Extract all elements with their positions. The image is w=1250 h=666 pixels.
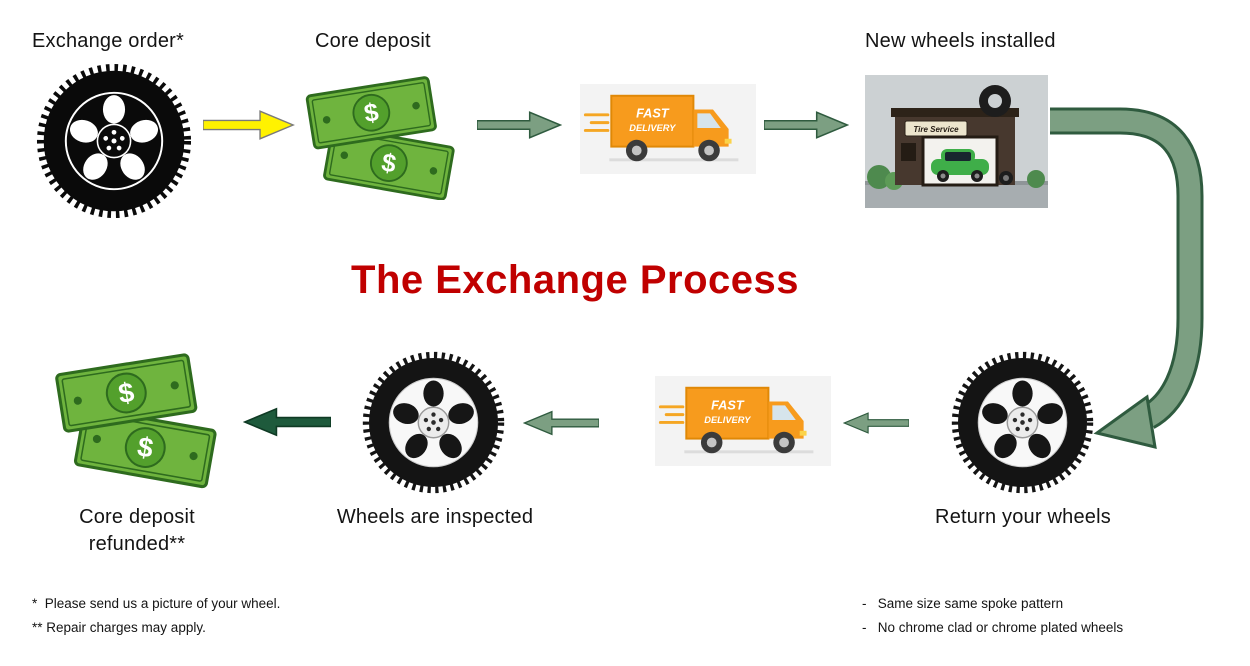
wheel-spoke-holes (393, 380, 474, 459)
core-deposit-label: Core deposit (315, 30, 431, 52)
road-line (609, 158, 739, 162)
banknote-front: $ (305, 76, 437, 150)
shop-sign-text: Tire Service (913, 125, 959, 134)
footnote-same-size: - Same size same spoke pattern (862, 596, 1064, 611)
arrow-right-green-icon (764, 111, 849, 139)
core-deposit-refunded-label: Core deposit refunded** (37, 504, 237, 558)
wheel-lug-nuts (103, 129, 125, 151)
arrow-left-green-icon (843, 412, 909, 434)
shop-roof (891, 108, 1019, 117)
truck-text-delivery: DELIVERY (629, 123, 676, 133)
truck-headlight (799, 430, 807, 436)
truck-text-fast: FAST (711, 397, 745, 412)
inspected-wheel-icon (362, 351, 505, 494)
wheel-spoke-holes (69, 95, 159, 180)
wheel-lug-nuts (1012, 412, 1033, 432)
truck-box (686, 387, 769, 439)
speed-lines (658, 405, 685, 424)
wheel-spoke-holes (982, 380, 1063, 459)
wheel-lug-nuts (423, 412, 444, 432)
exchange-order-label: Exchange order* (32, 30, 184, 52)
exchange-order-wheel-icon (36, 63, 192, 219)
banknote-back: $ (323, 125, 455, 200)
truck-headlight (724, 138, 732, 144)
shop-window (901, 143, 916, 161)
delivery-truck-icon: FAST DELIVERY (580, 84, 756, 174)
truck-text-fast: FAST (636, 105, 670, 120)
arrow-right-green-icon (477, 111, 562, 139)
dollar-sign: $ (362, 98, 380, 128)
truck-text-delivery: DELIVERY (704, 415, 751, 425)
arrow-left-green-icon (523, 410, 599, 436)
footnote-repair: ** Repair charges may apply. (32, 620, 206, 635)
truck-window (772, 405, 796, 421)
arrow-left-darkgreen-icon (243, 407, 331, 437)
new-wheels-installed-label: New wheels installed (865, 30, 1056, 52)
diagram-title: The Exchange Process (351, 258, 799, 302)
return-wheels-label: Return your wheels (935, 506, 1111, 528)
delivery-truck-icon: FAST DELIVERY (655, 376, 831, 466)
core-deposit-money-icon: $ $ (305, 76, 455, 200)
banknote-front: $ (55, 353, 198, 433)
tire-service-shop-icon: Tire Service (865, 75, 1048, 208)
truck-box (611, 95, 694, 147)
footnote-no-chrome: - No chrome clad or chrome plated wheels (862, 620, 1124, 635)
green-car (931, 149, 989, 182)
wheels-inspected-label: Wheels are inspected (336, 506, 534, 528)
return-wheel-icon (951, 351, 1094, 494)
dollar-sign: $ (135, 431, 156, 464)
dollar-sign: $ (116, 376, 136, 409)
speed-lines (583, 113, 610, 132)
truck-window (697, 113, 721, 129)
dollar-sign: $ (379, 149, 398, 179)
banknote-back: $ (73, 406, 217, 489)
refunded-label-line2: refunded** (88, 533, 186, 555)
road-line (684, 450, 814, 454)
refund-money-icon: $ $ (55, 353, 217, 489)
refunded-label-line1: Core deposit (79, 506, 195, 528)
arrow-right-yellow-icon (203, 110, 295, 140)
footnote-picture: * Please send us a picture of your wheel… (32, 596, 281, 611)
